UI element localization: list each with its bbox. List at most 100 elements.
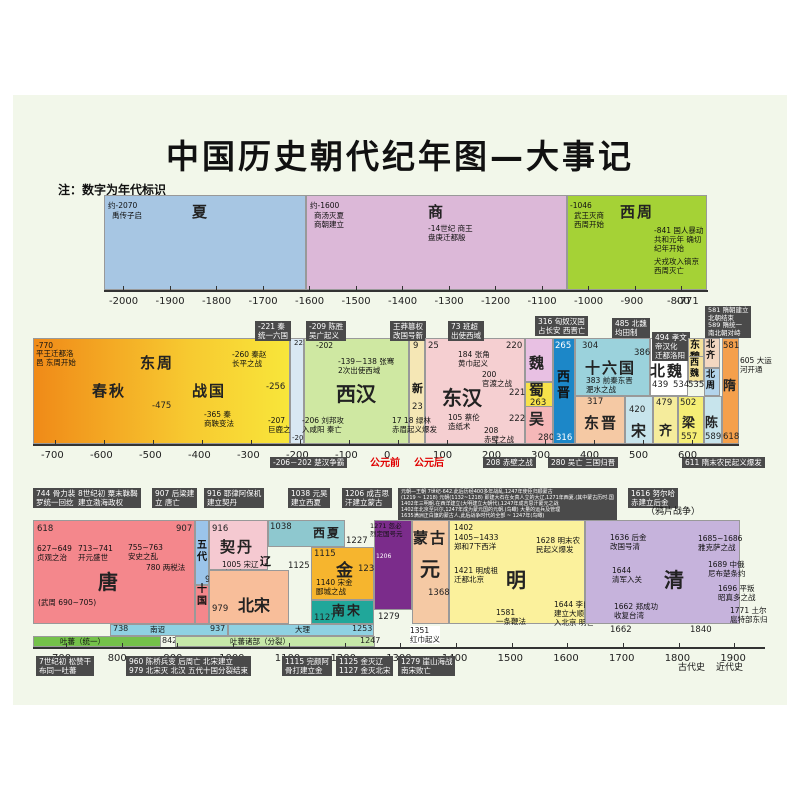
xihan-start: -202 <box>316 341 334 350</box>
tang-block <box>33 520 195 624</box>
nanzhao-name: 南诏 <box>150 625 165 634</box>
row1-axis <box>104 290 708 292</box>
e200: 200 官渡之战 <box>482 370 512 388</box>
shiliuguo-block <box>575 338 650 396</box>
y221: 221 <box>294 339 308 347</box>
event-tag: 916 耶律阿保机 建立契丹 <box>204 488 265 508</box>
row1-tick-label: -2000 <box>109 296 139 307</box>
row1-tick-mark <box>169 286 171 292</box>
chen-name: 陈 <box>705 416 721 431</box>
e627: 627~649 贞观之治 <box>37 544 72 562</box>
row3-tick-mark <box>734 643 736 649</box>
liang-block <box>678 396 704 444</box>
e1421: 1421 明成祖 迁都北京 <box>454 566 498 584</box>
y1234: 1234 <box>358 564 380 574</box>
dali-name: 大理 <box>295 625 310 634</box>
nansong-name: 南宋 <box>332 604 363 619</box>
e184: 184 张角 黄巾起义 <box>458 350 490 368</box>
row1-tick-mark <box>448 286 450 292</box>
xiwei-name: 西魏 <box>690 358 700 379</box>
qing-block <box>585 520 740 624</box>
row3-tick-mark <box>66 643 67 649</box>
row2-tick-label: -400 <box>188 450 211 461</box>
qing-name: 清 <box>664 568 684 592</box>
y386: 386 <box>634 348 651 358</box>
e1581: 1581 一条鞭法 <box>496 608 526 626</box>
dongjin-name: 东晋 <box>584 414 619 432</box>
e1662: 1662 郑成功 收复台湾 <box>614 602 658 620</box>
row1-tick-mark <box>634 286 636 292</box>
row1-tick-mark <box>123 286 124 292</box>
row3-tick-mark <box>678 643 680 649</box>
xin-name: 新 <box>412 382 423 395</box>
xia-block <box>104 195 306 290</box>
row3-tick-mark <box>344 643 346 649</box>
row2-tick-label: 300 <box>531 450 551 461</box>
e780: 780 两税法 <box>146 563 186 572</box>
event-tag: 907 后梁建 立 唐亡 <box>152 488 198 508</box>
event-tag: 1115 完颜阿 骨打建立金 <box>282 656 332 676</box>
wu-block <box>525 406 553 444</box>
y916: 916 <box>212 524 229 534</box>
xizhou-start: -1046 <box>570 201 592 210</box>
xiwei-block <box>688 356 704 382</box>
page-title: 中国历史朝代纪年图—大事记 <box>166 137 634 176</box>
y1115: 1115 <box>314 549 336 559</box>
y1038: 1038 <box>270 522 292 532</box>
row2-tick-label: -700 <box>41 450 64 461</box>
e1685: 1685~1686 雅克萨之战 <box>698 534 743 552</box>
row1-tick-label: -1400 <box>388 296 418 307</box>
row3-tick-mark <box>400 643 402 649</box>
y1279: 1279 <box>378 612 400 622</box>
chen-tag: -209 陈胜 吴广起义 <box>306 321 347 341</box>
liang-year: 502 <box>680 398 697 408</box>
row3-tick-label: 1900 <box>720 653 746 664</box>
e1140: 1140 宋金 郾城之战 <box>316 578 353 596</box>
xijin-year: 316 <box>556 433 573 443</box>
shiliuguo-tag: 485 北魏 均田制 <box>612 318 650 338</box>
e260: -260 秦赵 长平之战 <box>232 350 267 368</box>
row1-tick-mark <box>402 286 403 292</box>
wu-name: 吴 <box>529 410 547 428</box>
wei-block <box>525 338 553 382</box>
shu-year: 263 <box>530 398 547 408</box>
y738: 738 <box>113 624 129 633</box>
event-tag: 1206 成吉思 汗建立蒙古 <box>342 488 392 508</box>
xia-name: 夏 <box>192 203 210 221</box>
xia-start: 约-2070 <box>108 201 138 210</box>
donghan-end: 220 <box>506 341 523 351</box>
dali-block <box>228 624 374 636</box>
y535: 535 <box>688 380 705 390</box>
row2-tick-label: -300 <box>237 450 260 461</box>
row3-tick-label: 800 <box>107 653 127 664</box>
row3-tick-label: 1500 <box>497 653 524 664</box>
row1-tick-mark <box>588 286 589 292</box>
row1-tick-mark <box>216 286 217 292</box>
y475: -475 <box>152 401 172 411</box>
donghan-block <box>425 338 525 444</box>
beiwei-name: 北魏 <box>650 362 685 380</box>
xihan-event: -206 刘邦攻 入咸阳 秦亡 <box>302 416 344 434</box>
jin-block <box>311 547 374 600</box>
y206: -206 <box>292 434 308 442</box>
shiguo-block <box>195 585 209 624</box>
gudai-label: 古代史 <box>678 663 706 673</box>
chen-year: 557 <box>681 432 698 442</box>
y979: 979 <box>212 604 229 614</box>
row2-tick-mark <box>545 440 546 446</box>
row2-tick-mark <box>594 440 595 446</box>
dongzhou-name: 东周 <box>140 354 175 372</box>
beizhou-name: 北周 <box>706 370 716 391</box>
y1840: 1840 <box>690 625 712 635</box>
sui-tag: 581 隋朝建立 北朝结束 589 隋统一 南北朝对峙 <box>705 306 752 338</box>
e1689: 1689 中俄 尼布楚条约 <box>708 560 746 578</box>
xixia-name: 西夏 <box>313 526 342 540</box>
beisong-block <box>209 570 289 624</box>
row1-tick-label: -1500 <box>341 296 371 307</box>
sui-name: 隋 <box>723 379 739 394</box>
xijin-block <box>553 338 575 444</box>
chen-block <box>704 396 722 444</box>
donghan-start: 25 <box>428 341 439 351</box>
row3-tick-mark <box>623 643 624 649</box>
xihan-event2: -139－138 张骞 2次出使西域 <box>338 357 395 375</box>
